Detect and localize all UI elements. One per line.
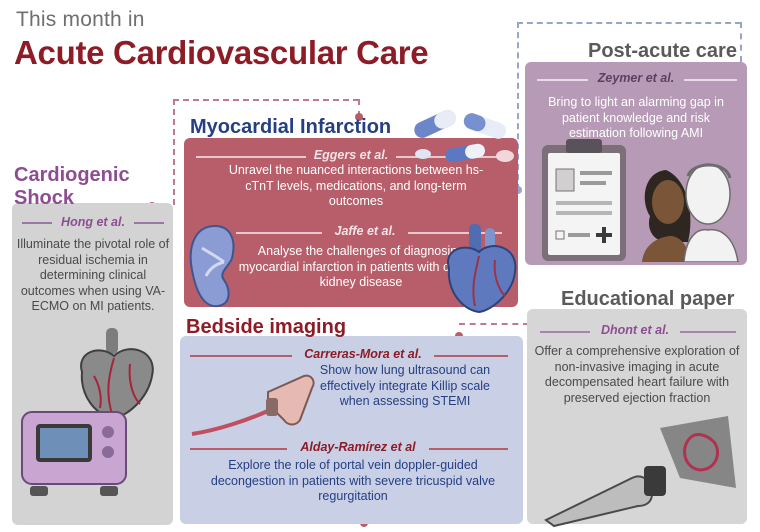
ultrasound-probe-icon bbox=[191, 374, 315, 436]
header-kicker: This month in bbox=[16, 8, 145, 31]
echo-probe-icon bbox=[544, 416, 736, 528]
page-title: Acute Cardiovascular Care bbox=[14, 34, 429, 71]
clipboard-icon bbox=[542, 139, 626, 261]
myocardial-infarction-heading: Myocardial Infarction bbox=[190, 116, 392, 138]
bedside-imaging-heading: Bedside imaging bbox=[186, 316, 347, 338]
post-acute-text: Bring to light an alarming gap in patien… bbox=[548, 95, 724, 140]
connector-dot-mi bbox=[355, 113, 363, 121]
author-carreras-mora: Carreras-Mora et al. bbox=[292, 347, 434, 361]
author-dhont: Dhont et al. bbox=[590, 323, 680, 337]
ecmo-machine-icon bbox=[21, 411, 127, 496]
author-alday-ramirez: Alday-Ramírez et al bbox=[287, 440, 429, 454]
bedside-text-1: Show how lung ultrasound can effectively… bbox=[319, 363, 491, 408]
connector-edu bbox=[459, 323, 529, 325]
connector-top-right bbox=[517, 22, 741, 24]
educational-paper-heading: Educational paper bbox=[561, 288, 735, 310]
connector-mi-shock bbox=[173, 99, 359, 101]
cardiogenic-shock-text: Illuminate the pivotal role of residual … bbox=[16, 237, 170, 313]
author-hong: Hong et al. bbox=[52, 215, 134, 229]
mi-text-2: Analyse the challenges of diagnosing myo… bbox=[238, 244, 484, 289]
kidney-icon bbox=[189, 224, 235, 308]
author-zeymer: Zeymer et al. bbox=[588, 71, 684, 85]
heart-icon bbox=[447, 224, 517, 314]
pills-icon bbox=[414, 110, 514, 163]
author-eggers: Eggers et al. bbox=[306, 148, 396, 162]
author-jaffe: Jaffe et al. bbox=[322, 224, 408, 238]
educational-text: Offer a comprehensive exploration of non… bbox=[534, 344, 740, 405]
bedside-text-2: Explore the role of portal vein doppler-… bbox=[210, 458, 496, 503]
patients-icon bbox=[642, 163, 739, 262]
connector-right-vertical bbox=[740, 22, 742, 62]
post-acute-care-heading: Post-acute care bbox=[588, 40, 737, 62]
connector-mi-shock-v bbox=[173, 99, 175, 205]
connector-dot-post bbox=[514, 186, 522, 194]
bedside-imaging-panel bbox=[180, 336, 523, 524]
connector-top-right-vertical bbox=[517, 22, 519, 190]
mi-text-1: Unravel the nuanced interactions between… bbox=[228, 163, 484, 208]
connector-mi-top bbox=[358, 99, 360, 117]
cardiogenic-shock-heading: Cardiogenic Shock bbox=[14, 164, 130, 209]
